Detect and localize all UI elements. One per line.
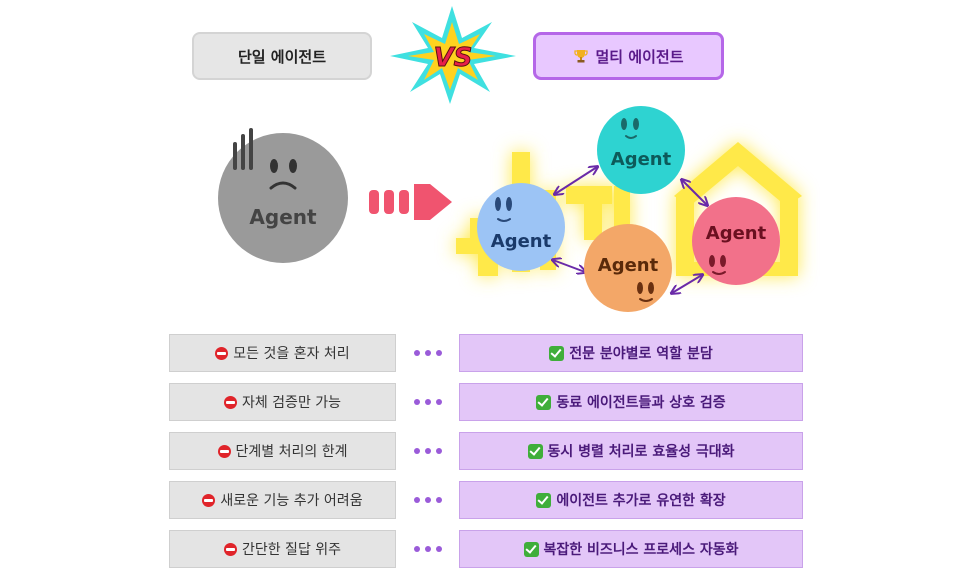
multi-row-5-text: 복잡한 비즈니스 프로세스 자동화 (543, 542, 739, 558)
check-icon (536, 394, 552, 410)
agent-orange: Agent (584, 224, 672, 312)
single-row-4-text: 새로운 기능 추가 어려움 (220, 493, 363, 509)
no-entry-icon (202, 493, 216, 507)
no-entry-icon (215, 346, 229, 360)
multi-agent-label: 멀티 에이전트 (533, 32, 724, 80)
single-row-1-text: 모든 것을 혼자 처리 (233, 346, 350, 362)
vs-burst: VS (390, 6, 516, 104)
single-row-1: 모든 것을 혼자 처리 (169, 334, 396, 372)
row-5-dots (414, 545, 442, 553)
row-4-dots (414, 496, 442, 504)
single-row-4: 새로운 기능 추가 어려움 (169, 481, 396, 519)
multi-row-5: 복잡한 비즈니스 프로세스 자동화 (459, 530, 803, 568)
no-entry-icon (223, 542, 237, 556)
single-agent-label-text: 단일 에이전트 (237, 47, 327, 66)
single-row-5-text: 간단한 질답 위주 (241, 542, 342, 558)
single-row-3-text: 단계별 처리의 한계 (235, 444, 348, 460)
multi-row-2-text: 동료 에이전트들과 상호 검증 (556, 395, 726, 411)
single-row-5: 간단한 질답 위주 (169, 530, 396, 568)
check-icon (523, 541, 539, 557)
multi-row-3-text: 동시 병렬 처리로 효율성 극대화 (547, 444, 735, 460)
agent-connectors (553, 167, 707, 293)
multi-row-3: 동시 병렬 처리로 효율성 극대화 (459, 432, 803, 470)
connector-teal-pink (682, 180, 707, 205)
agent-teal-text: Agent (611, 149, 672, 170)
row-2-dots (414, 398, 442, 406)
multi-row-1: 전문 분야별로 역할 분담 (459, 334, 803, 372)
vs-text: VS (434, 43, 473, 73)
agent-pink: Agent (692, 197, 780, 285)
multi-row-4: 에이전트 추가로 유연한 확장 (459, 481, 803, 519)
comparison-illustration: VS Agent (218, 6, 802, 312)
agent-pink-text: Agent (706, 223, 767, 244)
single-agent-text: Agent (249, 205, 317, 229)
multi-row-1-text: 전문 분야별로 역할 분담 (569, 346, 713, 362)
connector-blue-teal (555, 167, 597, 194)
single-row-3: 단계별 처리의 한계 (169, 432, 396, 470)
agent-teal: Agent (597, 106, 685, 194)
multi-row-4-text: 에이전트 추가로 유연한 확장 (556, 493, 726, 509)
agent-blue: Agent (477, 183, 565, 271)
check-icon (536, 492, 552, 508)
check-icon (527, 443, 543, 459)
connector-orange-pink (672, 275, 702, 293)
agent-blue-text: Agent (491, 231, 552, 252)
single-row-2-text: 자체 검증만 가능 (241, 395, 342, 411)
multi-agent-label-text: 멀티 에이전트 (595, 47, 684, 66)
agent-orange-text: Agent (598, 255, 659, 276)
single-agent-label: 단일 에이전트 (192, 32, 372, 80)
no-entry-icon (223, 395, 237, 409)
row-3-dots (414, 447, 442, 455)
trophy-icon (574, 50, 589, 63)
single-row-2: 자체 검증만 가능 (169, 383, 396, 421)
check-icon (549, 345, 565, 361)
transition-arrow (369, 184, 452, 220)
connector-blue-orange (553, 260, 585, 272)
no-entry-icon (217, 444, 231, 458)
row-1-dots (414, 349, 442, 357)
single-agent: Agent (218, 128, 348, 263)
multi-row-2: 동료 에이전트들과 상호 검증 (459, 383, 803, 421)
